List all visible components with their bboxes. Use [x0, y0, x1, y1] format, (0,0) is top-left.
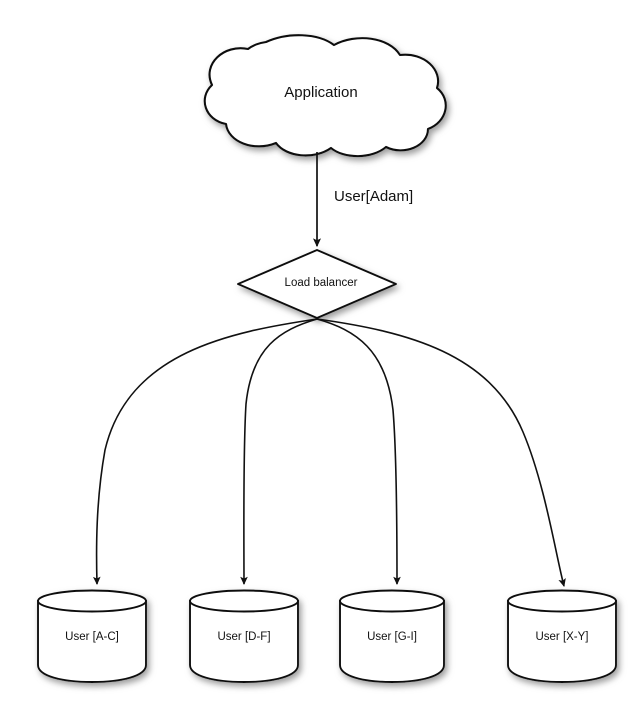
edge-to-db-x-y [316, 318, 566, 588]
db-cylinder-x-y [507, 589, 617, 683]
edge-to-db-d-f [240, 318, 318, 586]
db-cylinder-d-f [189, 589, 299, 683]
load-balancer-shape [237, 249, 397, 319]
edge-to-db-a-c [92, 318, 318, 586]
shard-edges [92, 318, 566, 588]
db-cylinder-a-c [37, 589, 147, 683]
db-cylinder-g-i [339, 589, 445, 683]
application-cloud-shape [203, 34, 447, 158]
edge-to-db-g-i [316, 318, 401, 586]
